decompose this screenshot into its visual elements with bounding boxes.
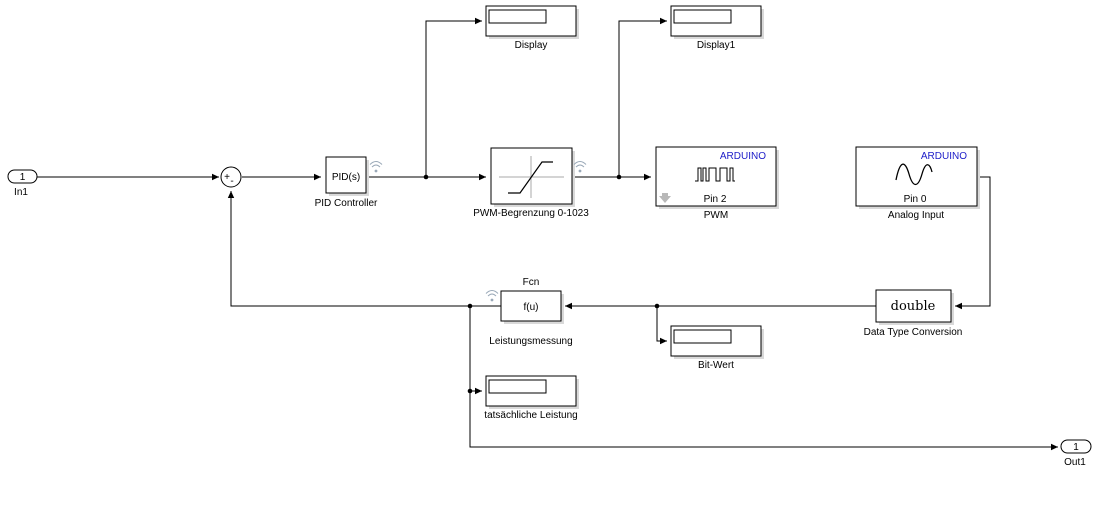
- pwm-arduino-block[interactable]: ARDUINO Pin 2 PWM: [655, 146, 779, 221]
- junction-dot: [467, 388, 473, 394]
- bit-wert-display-block[interactable]: Bit-Wert: [670, 325, 764, 371]
- pwm-waveform-icon: [695, 167, 735, 182]
- fcn-title: Fcn: [523, 277, 540, 288]
- inport-number: 1: [20, 172, 26, 183]
- junction-dot: [467, 303, 473, 309]
- display1-block[interactable]: Display1: [670, 5, 764, 51]
- junction-dot: [654, 303, 660, 309]
- wire-branch-to-display1[interactable]: [618, 17, 667, 177]
- junction-dot: [616, 174, 622, 180]
- sum-plus-sign: +: [224, 172, 230, 183]
- wire-branch-to-leistung[interactable]: [469, 306, 482, 395]
- sum-minus-sign: -: [230, 176, 233, 187]
- pid-label: PID Controller: [315, 198, 378, 209]
- junction-dot: [423, 174, 429, 180]
- outport-out1[interactable]: 1 Out1: [1060, 439, 1092, 468]
- data-type-conversion-block[interactable]: double Data Type Conversion: [864, 289, 963, 338]
- signal-log-icon: [573, 161, 587, 173]
- wire-branch-to-bitwert[interactable]: [656, 306, 667, 345]
- pwm-pin: Pin 2: [704, 194, 727, 205]
- sum-block[interactable]: + -: [220, 166, 242, 188]
- display-label: Display: [515, 40, 548, 51]
- wire-fcn-to-sum[interactable]: [227, 191, 501, 307]
- dtc-text: double: [891, 299, 936, 314]
- analog-pin: Pin 0: [904, 194, 927, 205]
- fcn-text: f(u): [524, 302, 539, 313]
- pid-controller-block[interactable]: PID(s) PID Controller: [315, 156, 378, 209]
- pwm-label: PWM: [704, 210, 728, 221]
- saturation-block[interactable]: PWM-Begrenzung 0-1023: [473, 147, 589, 219]
- wire-analog-to-dtc[interactable]: [955, 176, 991, 310]
- arrow-down-icon: [659, 193, 671, 203]
- outport-number: 1: [1073, 442, 1079, 453]
- pid-text: PID(s): [332, 172, 360, 183]
- inport-in1[interactable]: 1 In1: [7, 169, 38, 198]
- display-block[interactable]: Display: [485, 5, 579, 51]
- junction-dots: [423, 174, 660, 394]
- fcn-label: Leistungsmessung: [489, 336, 572, 347]
- display1-label: Display1: [697, 40, 736, 51]
- wire-branch-to-out1[interactable]: [469, 391, 1058, 451]
- outport-label: Out1: [1064, 457, 1086, 468]
- tatsaechliche-leistung-display-block[interactable]: tatsächliche Leistung: [484, 375, 579, 421]
- inport-label: In1: [14, 187, 28, 198]
- bit-wert-label: Bit-Wert: [698, 360, 734, 371]
- analog-input-label: Analog Input: [888, 210, 944, 221]
- saturation-label: PWM-Begrenzung 0-1023: [473, 208, 589, 219]
- tatsaechliche-leistung-label: tatsächliche Leistung: [484, 410, 577, 421]
- sine-wave-icon: [895, 163, 933, 186]
- wire-branch-to-display[interactable]: [425, 17, 482, 177]
- analog-arduino-brand: ARDUINO: [921, 151, 967, 162]
- signal-log-icon: [485, 290, 499, 302]
- signal-lines: [36, 17, 1058, 451]
- dtc-label: Data Type Conversion: [864, 327, 963, 338]
- analog-input-arduino-block[interactable]: ARDUINO Pin 0 Analog Input: [855, 146, 980, 221]
- signal-log-icon: [369, 161, 383, 173]
- fcn-block[interactable]: Fcn f(u) Leistungsmessung: [489, 277, 572, 347]
- pwm-arduino-brand: ARDUINO: [720, 151, 766, 162]
